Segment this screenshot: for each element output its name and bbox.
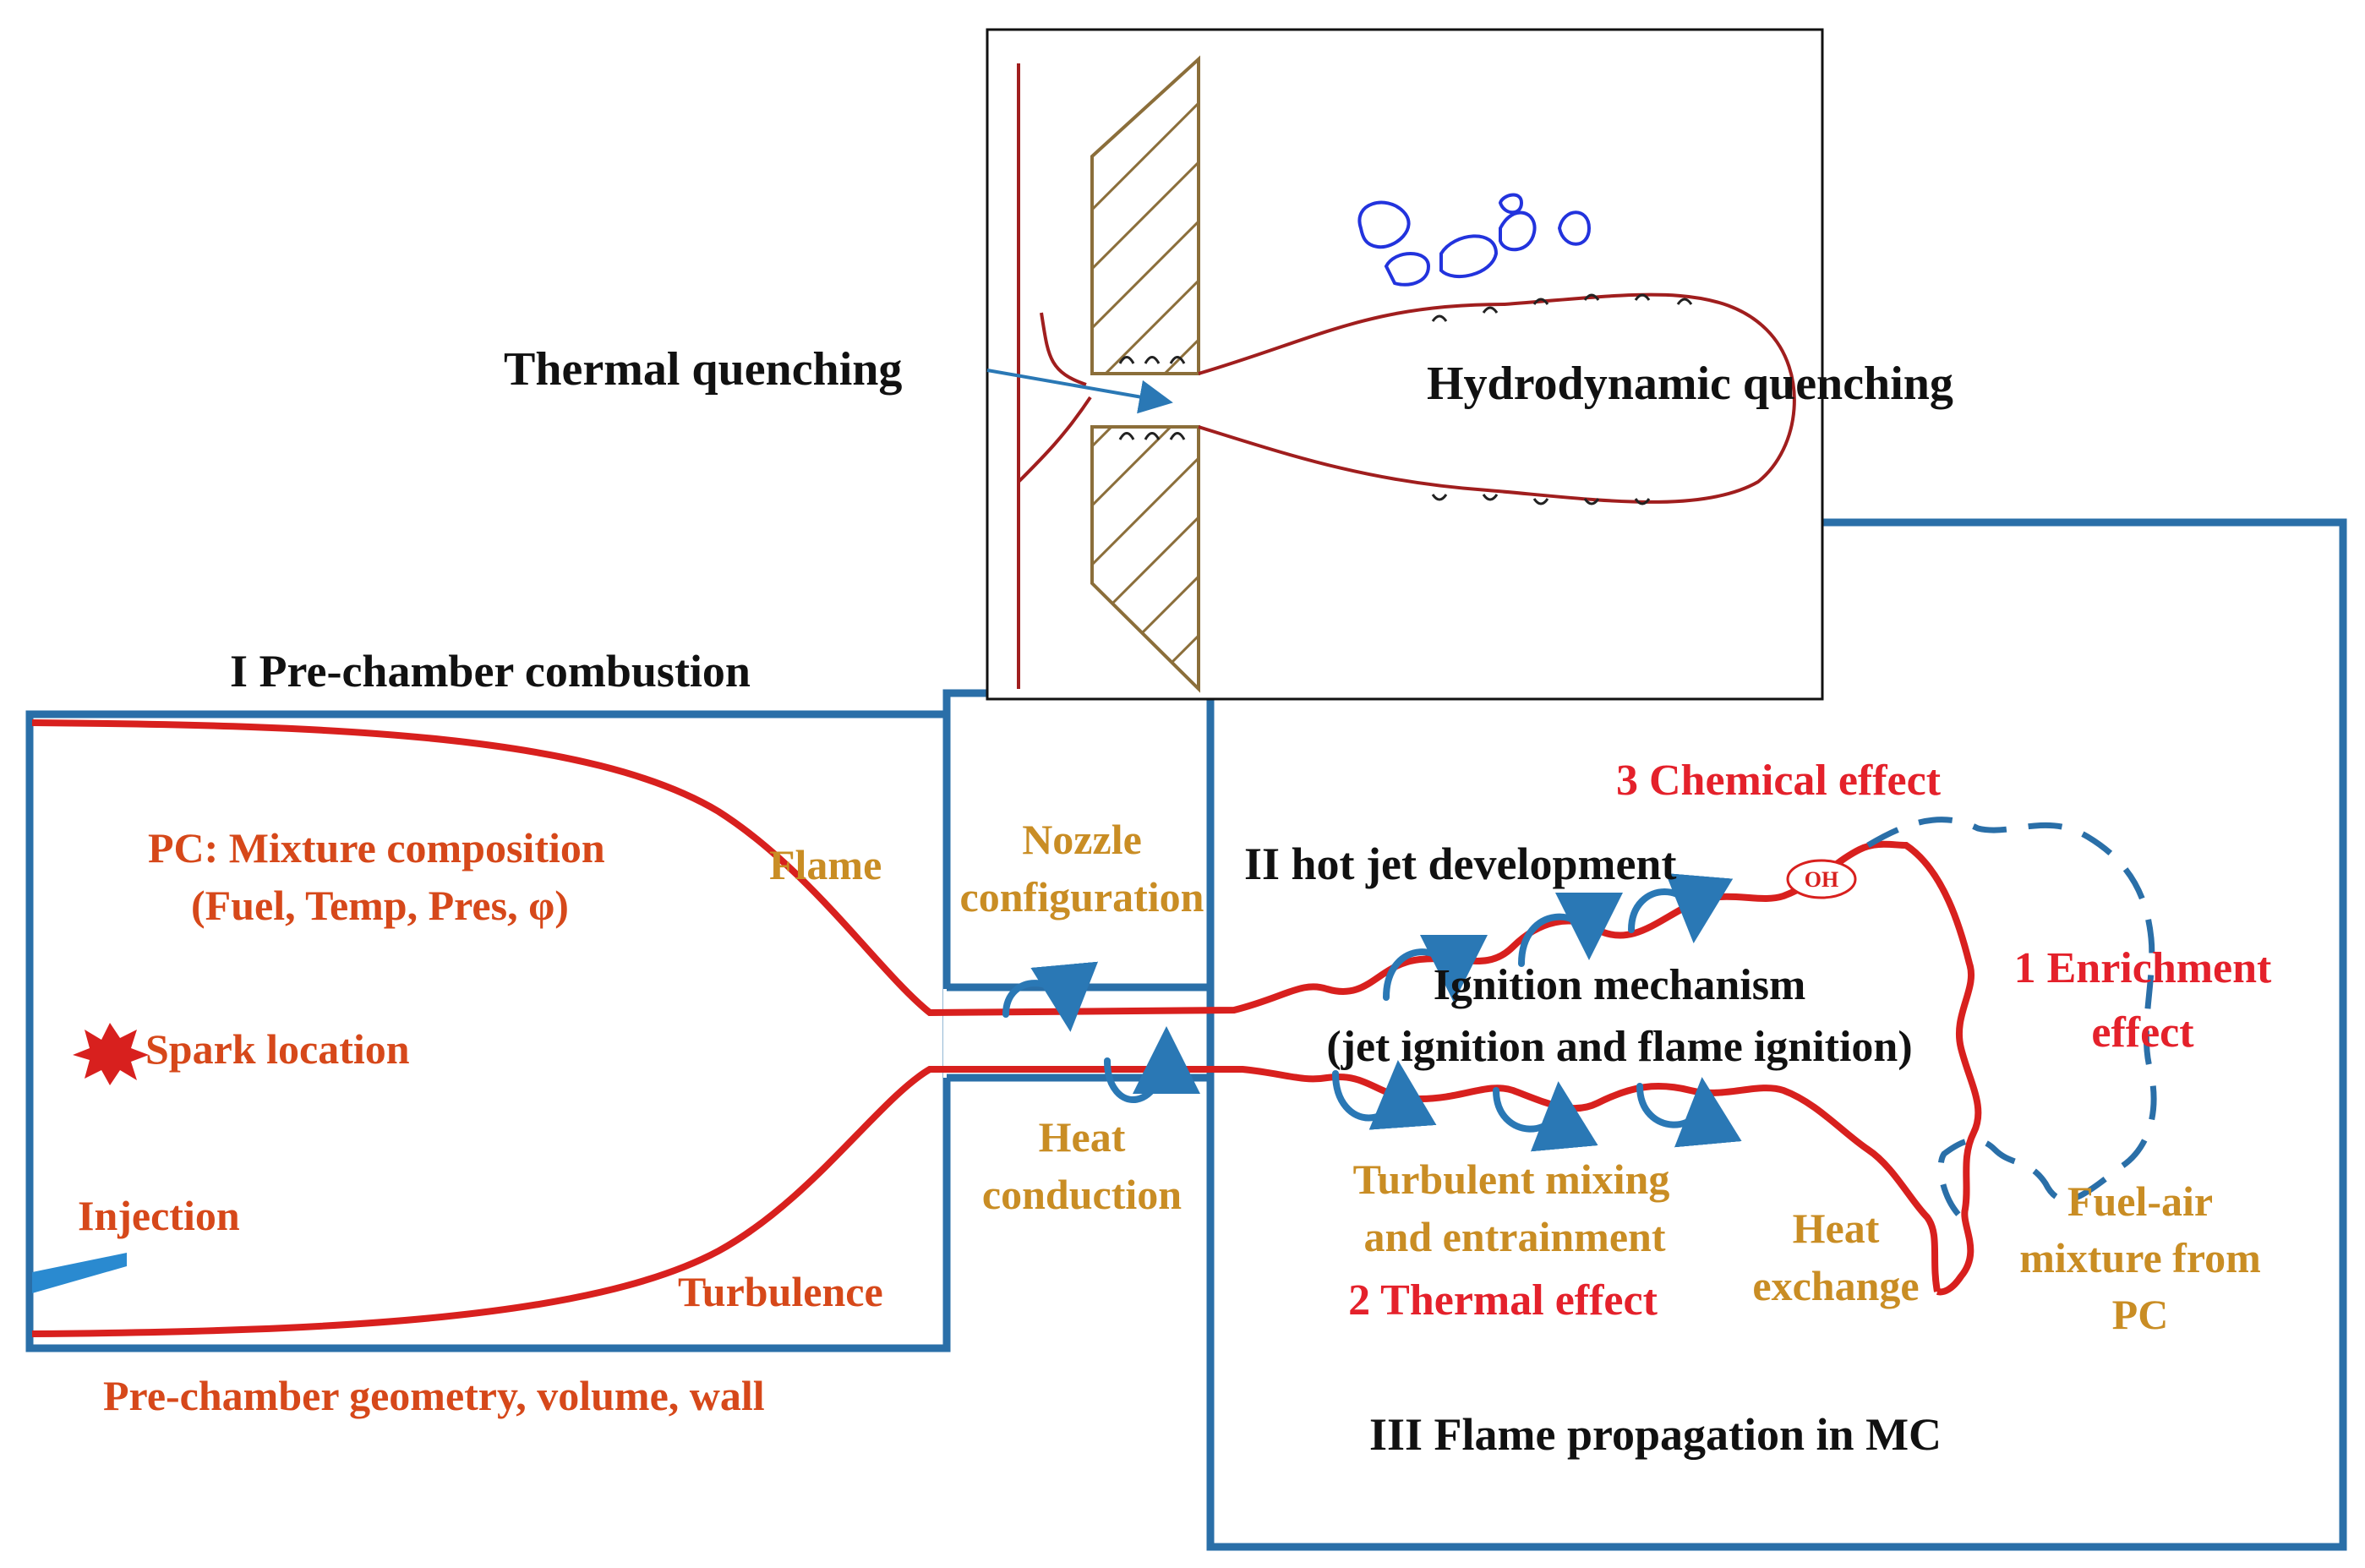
mixture-params-label: (Fuel, Temp, Pres, φ)	[191, 882, 569, 929]
blob	[1439, 234, 1499, 279]
heat-conduction-label-2: conduction	[982, 1171, 1182, 1218]
enrichment-dashed-boundary	[1866, 817, 2157, 1220]
spark-icon	[73, 1023, 149, 1085]
quench-eddy	[1118, 356, 1186, 364]
heat-conduction-label-1: Heat	[1039, 1113, 1126, 1161]
eddy-6	[1636, 1077, 1742, 1148]
hydrodynamic-quenching-label: Hydrodynamic quenching	[1427, 358, 1953, 410]
nozzle-frame-lower	[942, 1074, 1210, 1082]
pre-chamber-geometry-label: Pre-chamber geometry, volume, wall	[103, 1372, 765, 1419]
blob	[1384, 252, 1431, 287]
quench-eddy	[1118, 432, 1186, 440]
mixture-composition-label: PC: Mixture composition	[148, 824, 605, 871]
thermal-quenching-label: Thermal quenching	[504, 343, 902, 396]
pre-chamber-title: I Pre-chamber combustion	[230, 646, 751, 697]
eddy-nozzle-upper	[1002, 961, 1098, 1032]
flame-outline-lower	[31, 1066, 1941, 1337]
nozzle-gap-cover	[943, 989, 1214, 1078]
nozzle-configuration-label-2: configuration	[960, 873, 1204, 921]
radical-blobs	[1357, 193, 1592, 287]
heat-exchange-label-1: Heat	[1793, 1205, 1880, 1252]
nozzle-configuration-label-1: Nozzle	[1022, 816, 1142, 863]
turbulence-eddies	[1002, 872, 1742, 1152]
eddy-4	[1332, 1060, 1437, 1130]
flame-outline-upper	[31, 719, 1982, 1296]
quench-eddy	[1431, 293, 1693, 322]
blob	[1357, 200, 1411, 249]
hot-jet-title: II hot jet development	[1244, 839, 1676, 889]
oh-radical-marker	[1786, 859, 1857, 899]
ignition-mechanism-label: Ignition mechanism	[1434, 961, 1806, 1009]
oh-label: OH	[1805, 867, 1838, 892]
fuel-air-mixture-label-2: mixture from	[2019, 1234, 2261, 1281]
heat-exchange-label-2: exchange	[1752, 1262, 1919, 1309]
ignition-detail-label: (jet ignition and flame ignition)	[1326, 1023, 1912, 1071]
quench-eddy	[1431, 494, 1651, 505]
eddy-3	[1628, 872, 1734, 943]
injection-nozzle-icon	[32, 1253, 127, 1293]
eddy-5	[1493, 1081, 1598, 1152]
chemical-effect-label: 3 Chemical effect	[1616, 757, 1942, 805]
eddy-1	[1383, 934, 1488, 1003]
eddy-nozzle-lower	[1104, 1026, 1200, 1103]
injection-label: Injection	[78, 1192, 240, 1239]
inset-flame-tail	[1017, 312, 1092, 484]
inset-flame-bulb	[1198, 292, 1796, 504]
turbulence-label: Turbulence	[678, 1268, 883, 1315]
blob	[1557, 210, 1592, 246]
thermal-effect-label: 2 Thermal effect	[1348, 1276, 1658, 1325]
blob	[1498, 193, 1524, 215]
flame-label: Flame	[769, 841, 882, 888]
spark-location-label: Spark location	[145, 1025, 410, 1073]
pre-chamber-frame	[25, 710, 951, 1352]
turbulent-mixing-label-1: Turbulent mixing	[1353, 1156, 1670, 1203]
fuel-air-mixture-label-1: Fuel-air	[2067, 1177, 2213, 1225]
nozzle-wall-lower	[1090, 425, 1200, 693]
enrichment-effect-label-1: 1 Enrichment	[2014, 944, 2272, 992]
enrichment-effect-label-2: effect	[2091, 1008, 2194, 1057]
quenching-eddies	[1118, 293, 1693, 505]
turbulent-mixing-label-2: and entrainment	[1364, 1213, 1666, 1260]
flame-propagation-title: III Flame propagation in MC	[1369, 1409, 1942, 1460]
thermal-quenching-arrow	[986, 369, 1173, 414]
fuel-air-mixture-label-3: PC	[2112, 1291, 2169, 1338]
main-chamber-frame	[1206, 518, 2347, 1551]
eddy-2	[1518, 892, 1623, 967]
